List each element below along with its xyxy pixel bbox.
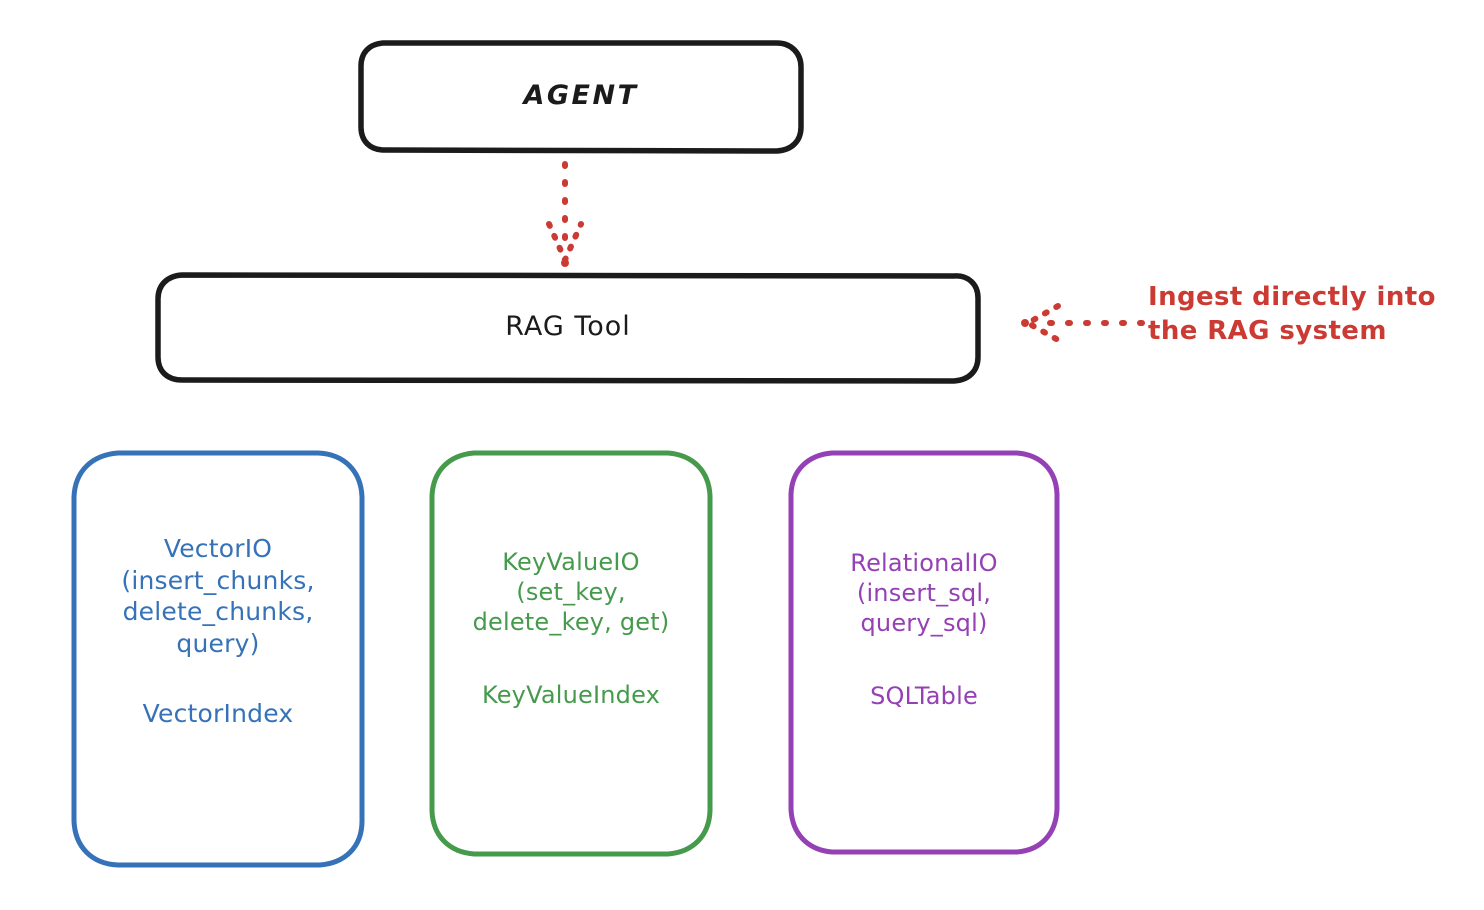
ingest-into-rag-tool-arrow: [1021, 303, 1145, 343]
relational-io-index-label: SQLTable: [870, 681, 978, 710]
ingest-annotation-label: Ingest directly into the RAG system: [1148, 282, 1436, 346]
rag-tool-node[interactable]: RAG Tool: [154, 271, 982, 384]
relational-io-api-label: RelationalIO (insert_sql, query_sql): [850, 549, 998, 638]
relational-io-node[interactable]: RelationalIO (insert_sql, query_sql) SQL…: [787, 449, 1061, 856]
relational-io-node-text: RelationalIO (insert_sql, query_sql) SQL…: [787, 449, 1061, 856]
key-value-io-api-label: KeyValueIO (set_key, delete_key, get): [472, 548, 670, 637]
rag-tool-node-label: RAG Tool: [505, 311, 631, 343]
key-value-io-node-text: KeyValueIO (set_key, delete_key, get) Ke…: [428, 449, 714, 858]
agent-to-rag-tool-arrow: [546, 161, 584, 267]
vector-io-index-label: VectorIndex: [142, 698, 294, 728]
agent-node[interactable]: AGENT: [357, 39, 805, 154]
vector-io-node[interactable]: VectorIO (insert_chunks, delete_chunks, …: [70, 449, 366, 869]
key-value-io-index-label: KeyValueIndex: [481, 680, 661, 709]
vector-io-node-text: VectorIO (insert_chunks, delete_chunks, …: [70, 449, 366, 869]
agent-node-label: AGENT: [523, 80, 639, 112]
key-value-io-node[interactable]: KeyValueIO (set_key, delete_key, get) Ke…: [428, 449, 714, 858]
vector-io-api-label: VectorIO (insert_chunks, delete_chunks, …: [121, 534, 315, 658]
